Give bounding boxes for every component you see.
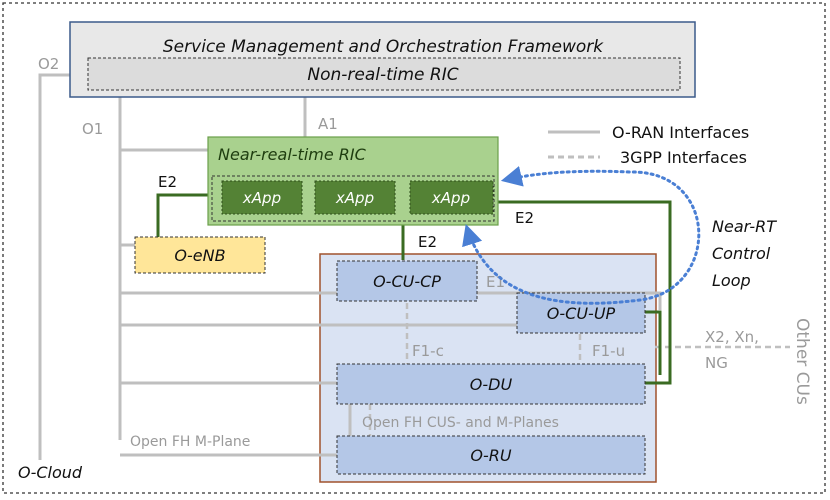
o-ru-label: O-RU xyxy=(470,446,511,465)
near-rt-ric-label: Near-real-time RIC xyxy=(218,145,367,164)
xapp-label: xApp xyxy=(242,189,281,207)
legend-oran-label: O-RAN Interfaces xyxy=(612,123,749,142)
e2-right-label: E2 xyxy=(515,209,534,227)
non-rt-ric-label: Non-real-time RIC xyxy=(307,65,458,85)
e2-cucp-label: E2 xyxy=(418,233,437,251)
loop-label-line1: Near-RT xyxy=(712,217,777,236)
non-rt-ric-box xyxy=(87,57,681,91)
legend: O-RAN Interfaces 3GPP Interfaces xyxy=(548,123,749,167)
control-loop-arrow xyxy=(462,166,701,305)
o-cloud-label: O-Cloud xyxy=(18,463,83,482)
xapp-box xyxy=(221,180,303,215)
f1u-label: F1-u xyxy=(592,342,625,360)
f1c-label: F1-c xyxy=(412,342,444,360)
a1-label: A1 xyxy=(318,115,338,133)
xapp-label: xApp xyxy=(431,189,470,207)
loop-label-line2: Control xyxy=(712,244,771,263)
e2-interface-lines xyxy=(156,193,672,385)
3gpp-interface-lines xyxy=(368,291,790,436)
o-du-box xyxy=(336,363,646,405)
xapp-label: xApp xyxy=(335,189,374,207)
o-enb-label: O-eNB xyxy=(174,246,225,265)
other-cus-label: Other CUs xyxy=(792,318,812,405)
legend-3gpp-label: 3GPP Interfaces xyxy=(620,148,747,167)
open-fh-cus-m-label: Open FH CUS- and M-Planes xyxy=(362,415,559,431)
o-cu-up-label: O-CU-UP xyxy=(547,304,616,323)
e2-enb-label: E2 xyxy=(158,173,177,191)
loop-label-line3: Loop xyxy=(712,271,751,290)
o-du-label: O-DU xyxy=(470,375,513,394)
o-cloud-frame xyxy=(2,2,826,494)
o-cu-cp-box xyxy=(336,260,478,302)
o2-label: O2 xyxy=(38,55,59,73)
xapp-container xyxy=(211,175,495,222)
o1-label: O1 xyxy=(82,120,103,138)
o-cu-cp-label: O-CU-CP xyxy=(373,272,441,291)
xapp-box xyxy=(314,180,396,215)
o-ru-box xyxy=(336,435,646,475)
oran-interface-lines xyxy=(38,73,662,460)
smo-title: Service Management and Orchestration Fra… xyxy=(163,37,604,57)
ng-label: NG xyxy=(705,354,728,372)
open-fh-m-label: Open FH M-Plane xyxy=(130,434,250,450)
o-enb-box xyxy=(134,236,266,274)
o-cu-up-box xyxy=(516,292,646,334)
x2-xn-label: X2, Xn, xyxy=(705,328,759,346)
